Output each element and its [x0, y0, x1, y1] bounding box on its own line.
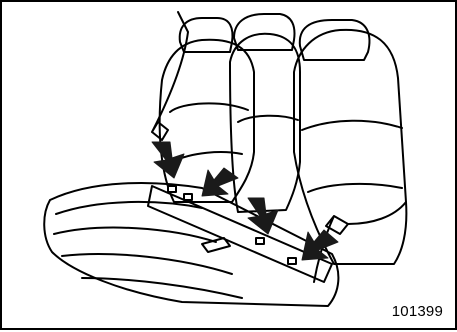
- arrow-1: [152, 142, 184, 178]
- anchor-slot-4: [288, 258, 296, 264]
- left-seatback-panel: [170, 103, 248, 112]
- right-seatback-seam: [308, 184, 402, 192]
- center-headrest: [234, 14, 294, 50]
- right-headrest: [300, 20, 370, 60]
- left-seatbelt-webbing: [152, 12, 188, 140]
- anchor-slot-1: [168, 186, 176, 192]
- figure-id-label: 101399: [392, 303, 443, 320]
- cushion-ridge-4: [82, 278, 242, 298]
- anchor-strip: [148, 186, 332, 282]
- anchor-slot-3: [256, 238, 264, 244]
- cushion-ridge-1: [56, 202, 202, 214]
- cushion-ridge-3: [62, 254, 232, 274]
- cushion-ridge-2: [54, 228, 216, 242]
- right-seatback-outline: [294, 30, 406, 264]
- anchor-slot-2: [184, 194, 192, 200]
- right-seatback-panel: [302, 121, 402, 130]
- center-seatback-panel: [238, 116, 298, 122]
- center-seatback-outline: [230, 34, 300, 212]
